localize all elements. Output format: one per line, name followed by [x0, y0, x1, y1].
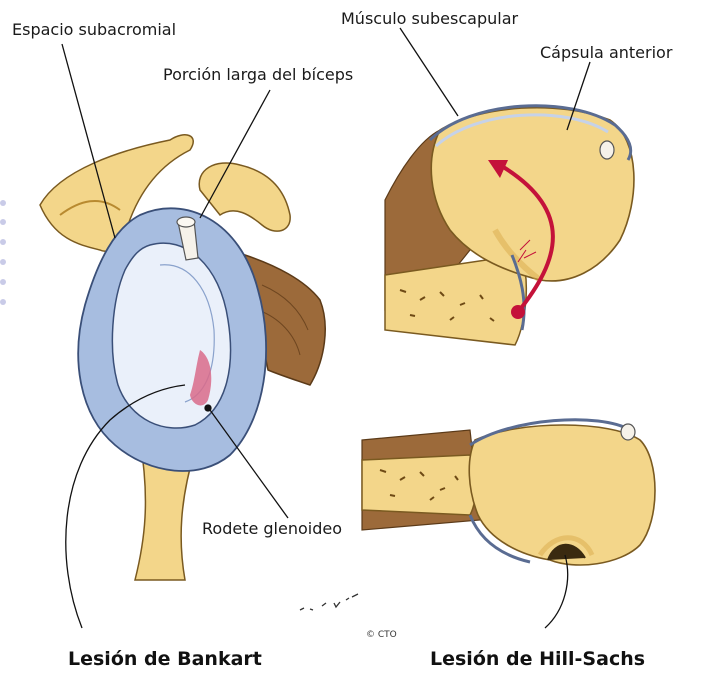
label-glenoid-labrum: Rodete glenoideo	[202, 521, 342, 537]
dislocation-view	[385, 106, 634, 345]
label-subacromial-space: Espacio subacromial	[12, 22, 176, 38]
copyright-mark: © CTO	[366, 630, 397, 640]
glenoid-view	[40, 135, 325, 580]
label-biceps-long-head: Porción larga del bíceps	[163, 67, 353, 83]
caption-hill-sachs: Lesión de Hill-Sachs	[430, 650, 645, 669]
label-subscapularis: Músculo subescapular	[341, 11, 518, 27]
label-anterior-capsule: Cápsula anterior	[540, 45, 672, 61]
signature-scribble	[300, 594, 358, 610]
caption-bankart: Lesión de Bankart	[68, 650, 262, 669]
hill-sachs-view	[362, 420, 655, 565]
humeral-head-reduced	[469, 425, 655, 565]
